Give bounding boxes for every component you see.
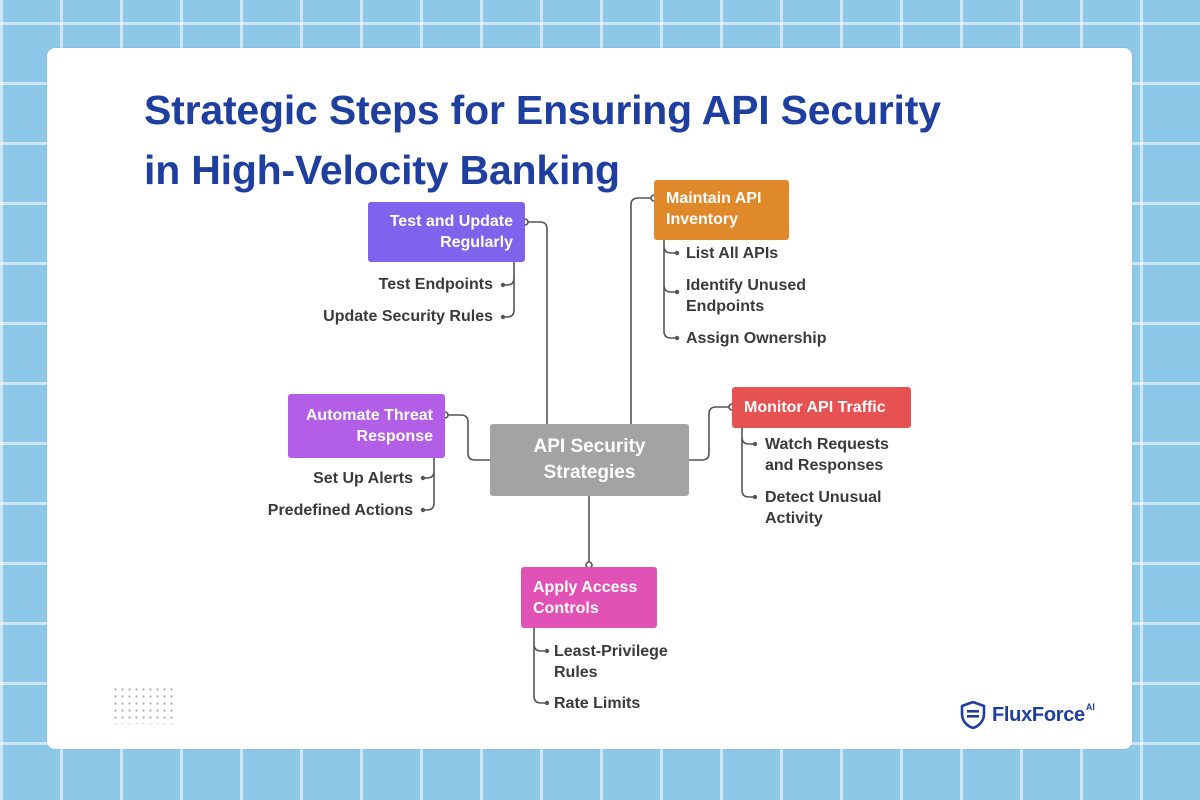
item-least-privilege: Least-Privilege Rules [554,643,668,681]
item-update-security-rules: Update Security Rules [323,308,493,325]
item-list-all-apis: List All APIs [686,245,779,262]
item-bullet [500,282,506,288]
node-monitor-traffic-label: Monitor API Traffic [744,399,886,416]
node-center-label: API Security Strategies [533,436,646,483]
shield-icon [960,701,986,729]
node-test-update: Test and Update Regularly [368,202,525,262]
connector-automate-to-center [445,414,490,461]
node-center: API Security Strategies [490,424,689,496]
connector-inventory-to-center [630,197,654,424]
connector-test-to-center [525,221,548,424]
item-set-up-alerts: Set Up Alerts [313,470,413,487]
connector-monitor-items [741,428,755,498]
item-predefined-actions: Predefined Actions [267,502,413,519]
node-apply-access: Apply Access Controls [521,567,657,628]
item-detect-unusual: Detect Unusual Activity [765,489,882,527]
item-bullet [500,314,506,320]
item-bullet [420,475,426,481]
decorative-dot-grid [112,686,176,724]
diagram-card: Strategic Steps for Ensuring API Securit… [47,48,1132,749]
node-monitor-traffic: Monitor API Traffic [732,387,911,428]
node-apply-access-label: Apply Access Controls [533,578,638,617]
connector-test-items [503,262,515,318]
page-title: Strategic Steps for Ensuring API Securit… [144,87,941,193]
item-rate-limits: Rate Limits [554,695,641,712]
connector-lines [420,194,758,706]
node-maintain-inventory-label: Maintain API Inventory [666,190,762,228]
node-automate-threat: Automate Threat Response [288,394,445,458]
item-bullet [420,507,426,513]
item-identify-unused-endpoints: Identify Unused Endpoints [686,277,807,315]
logo-text: FluxForce [992,703,1085,726]
item-bullet [674,250,680,256]
logo-suffix: AI [1085,702,1095,712]
item-bullet [752,494,758,500]
item-test-endpoints: Test Endpoints [378,276,493,293]
item-assign-ownership: Assign Ownership [686,330,827,347]
item-bullet [544,700,550,706]
node-test-update-label: Test and Update Regularly [389,213,513,251]
item-bullet [674,335,680,341]
node-maintain-inventory: Maintain API Inventory [654,180,789,240]
connector-monitor-to-center [689,406,732,461]
fluxforce-logo: FluxForce AI [960,700,1095,730]
connector-inventory-items [663,240,677,339]
item-watch-requests: Watch Requests and Responses [765,436,889,474]
node-automate-threat-label: Automate Threat Response [305,407,433,445]
item-bullet [544,648,550,654]
connector-access-items [533,628,547,704]
item-bullet [752,441,758,447]
connector-automate-items [423,458,435,511]
item-bullet [674,289,680,295]
